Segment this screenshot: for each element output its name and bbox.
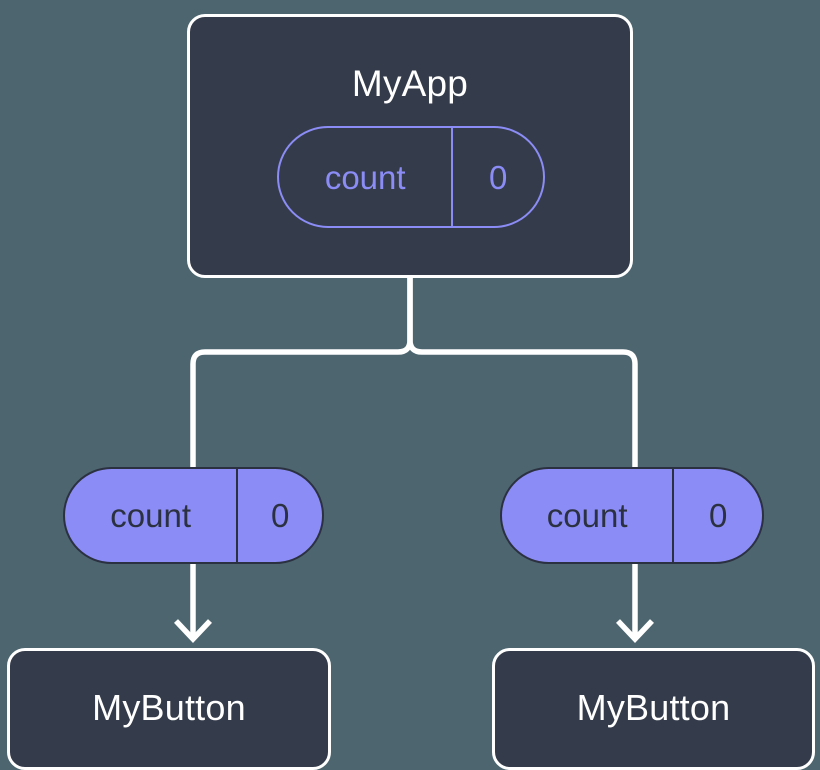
component-node-mybutton-right[interactable]: MyButton (492, 648, 815, 770)
branch-connector-root-to-children (190, 275, 413, 470)
component-label-myapp: MyApp (351, 63, 469, 104)
prop-pill-right-count[interactable]: count 0 (500, 467, 764, 564)
arrow-head-left-icon (174, 619, 212, 644)
prop-pill-left-count[interactable]: count 0 (63, 467, 324, 564)
arrow-head-right-icon (616, 619, 654, 644)
component-node-mybutton-left[interactable]: MyButton (7, 648, 331, 770)
state-pill-value: 0 (451, 128, 543, 226)
prop-pill-value: 0 (672, 469, 762, 562)
prop-pill-key: count (546, 497, 628, 534)
component-node-myapp[interactable]: MyApp (187, 14, 633, 278)
prop-pill-key: count (110, 497, 192, 534)
component-label-mybutton-right: MyButton (576, 687, 731, 728)
component-label-mybutton-left: MyButton (92, 687, 246, 728)
state-pill-myapp-count[interactable]: count 0 (277, 126, 545, 228)
branch-connector-root-to-children-right (407, 275, 638, 470)
prop-pill-value: 0 (236, 469, 322, 562)
state-pill-key: count (324, 158, 406, 196)
